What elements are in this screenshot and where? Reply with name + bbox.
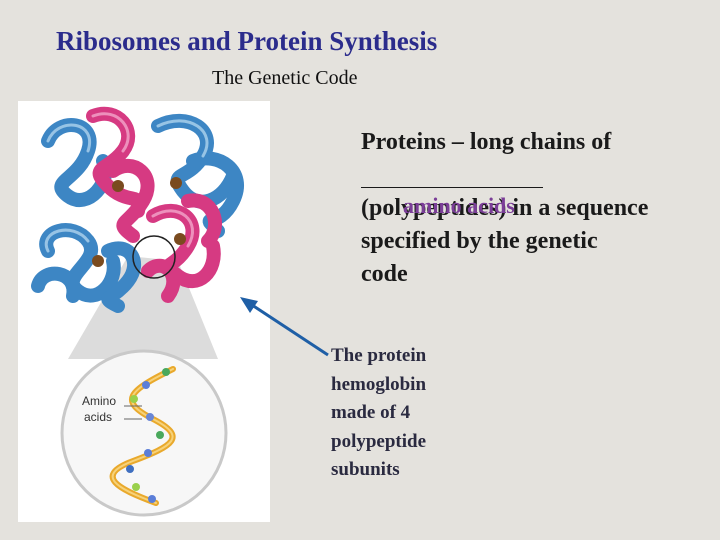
- hemoglobin-illustration: Amino acids: [31, 106, 244, 517]
- slide-title: Ribosomes and Protein Synthesis: [56, 26, 438, 56]
- slide-subtitle: The Genetic Code: [212, 67, 358, 89]
- definition-line3: specified by the genetic: [361, 228, 598, 254]
- caption-line5: subunits: [331, 459, 400, 480]
- caption-line3: made of 4: [331, 402, 411, 423]
- amino-label-line2: acids: [84, 410, 112, 424]
- definition-text: Proteins – long chains of amino acids (p…: [361, 126, 711, 291]
- amino-acid-chain: [109, 366, 176, 506]
- caption-line2: hemoglobin: [331, 373, 427, 395]
- definition-line4: code: [361, 261, 408, 287]
- caption-line1: The protein: [331, 345, 427, 366]
- hemoglobin-caption: The protein hemoglobin made of 4 polypep…: [331, 342, 426, 485]
- blank-answer: amino acids: [403, 193, 515, 218]
- arrow-line: [251, 303, 329, 357]
- arrow-head: [240, 297, 258, 313]
- hemoglobin-figure: Amino acids: [18, 101, 270, 522]
- blank-underline: [361, 187, 543, 188]
- definition-line2: (polypeptides) in a sequence: [361, 195, 649, 221]
- definition-line1: Proteins – long chains of: [361, 129, 612, 155]
- caption-line4: polypeptide: [331, 430, 427, 452]
- amino-acid-beads: [126, 368, 170, 503]
- magnified-lens: [60, 349, 228, 517]
- heme-groups: [92, 177, 186, 267]
- amino-label-line1: Amino: [82, 394, 116, 408]
- zoom-circle: [132, 235, 176, 279]
- fill-in-blank: amino acids: [361, 159, 711, 218]
